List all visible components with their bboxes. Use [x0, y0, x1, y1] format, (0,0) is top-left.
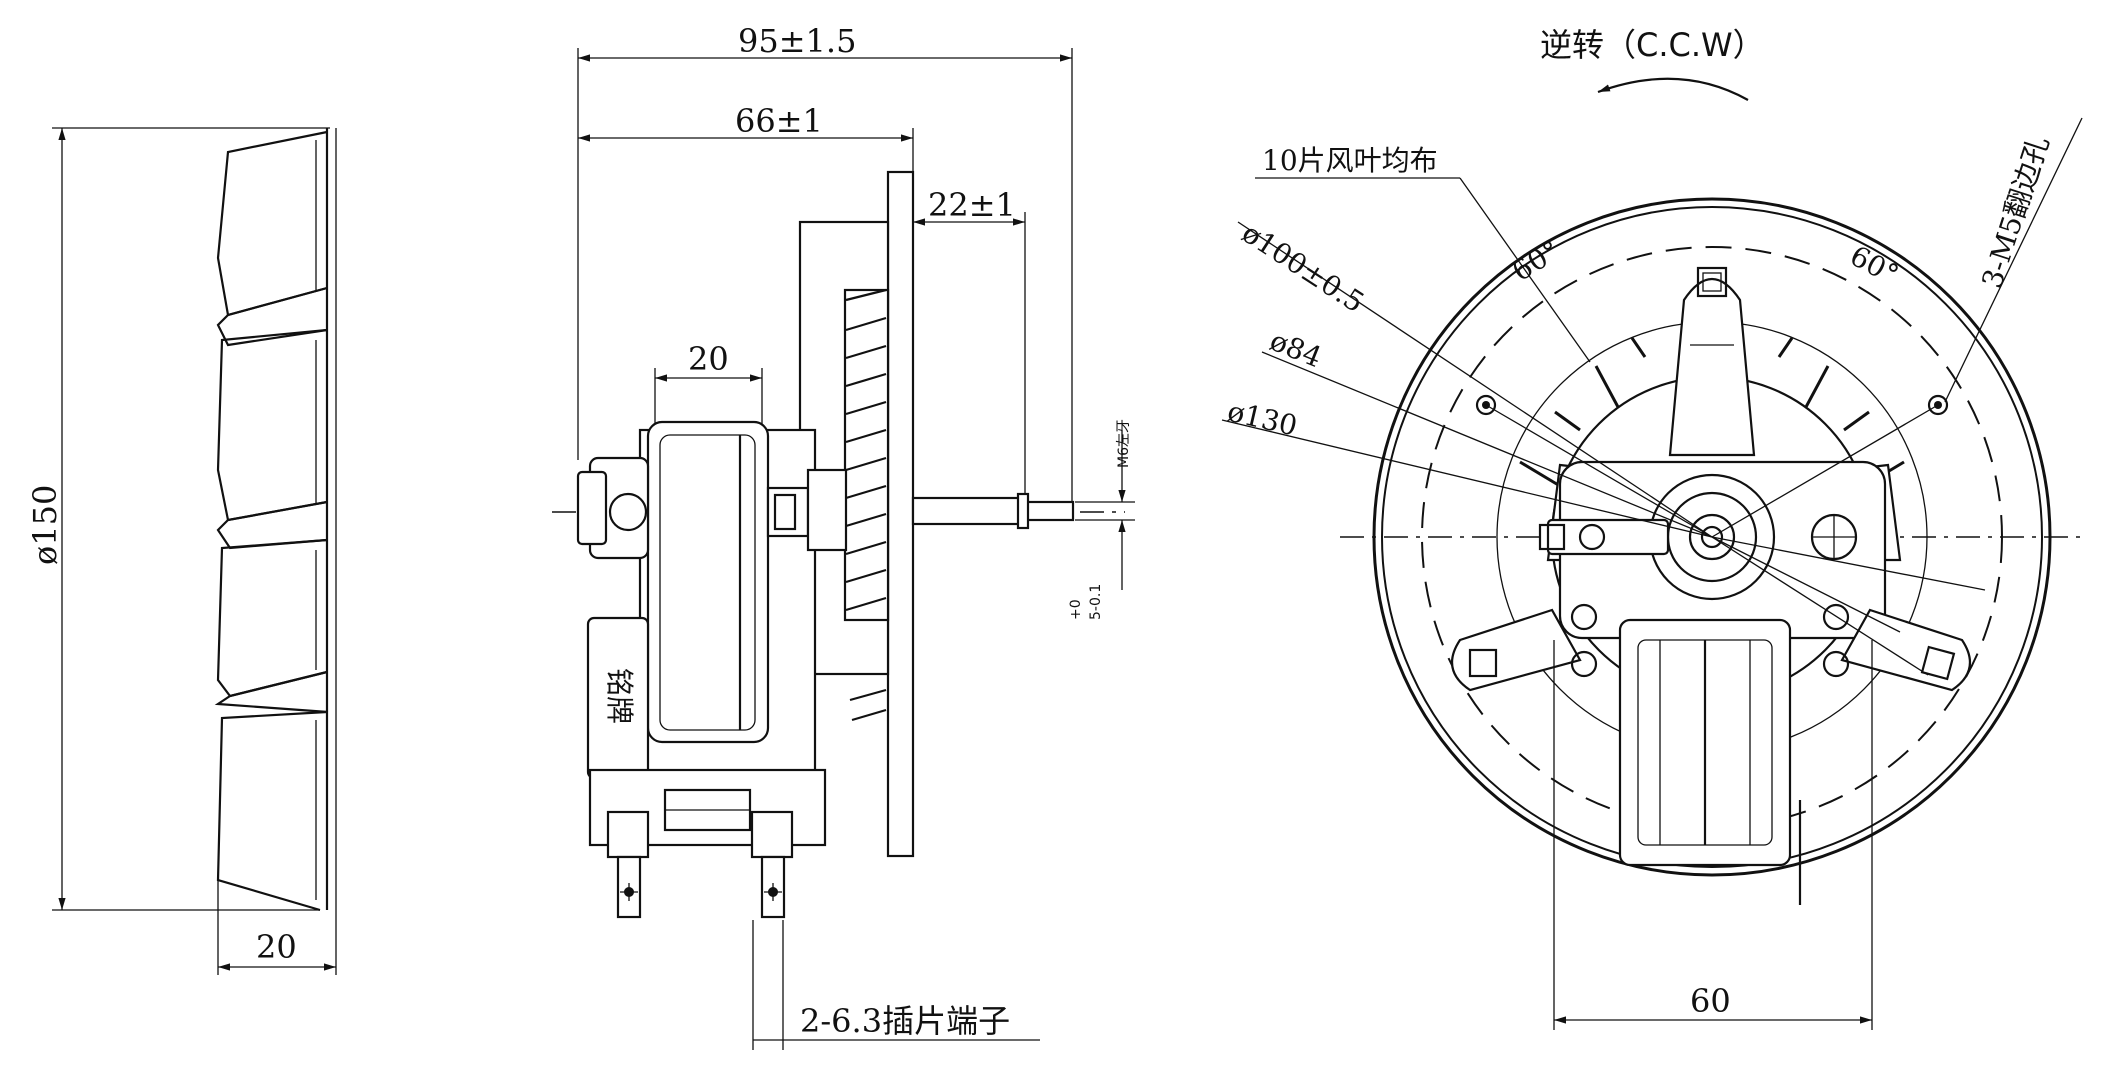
thread-m6-label: M6左牙 [1116, 419, 1132, 468]
rotation-label: 逆转（C.C.W） [1540, 26, 1765, 64]
diameter-100-label: ø100±0.5 [1236, 216, 1370, 319]
width-60-label: 60 [1690, 982, 1731, 1020]
blades-label: 10片风叶均布 [1262, 144, 1438, 177]
motor-side-view: 95±1.5 66±1 22±1 20 [552, 22, 1135, 1050]
fan-front-view: 逆转（C.C.W） [1221, 26, 2085, 1030]
fan-side-view: ø150 20 [26, 127, 337, 975]
diameter-84-label: ø84 [1265, 324, 1326, 374]
core-width-label: 20 [688, 340, 729, 378]
angle-60-left-label: 60° [1506, 234, 1566, 288]
terminal-label: 2-6.3插片端子 [800, 1002, 1010, 1040]
length-22-label: 22±1 [928, 186, 1016, 224]
length-95-label: 95±1.5 [738, 22, 856, 60]
diameter-150-label: ø150 [26, 485, 64, 565]
length-66-label: 66±1 [735, 102, 823, 140]
nameplate-label: 铭牌 [603, 668, 636, 724]
flat-dimension-label: 5-0.1 [1088, 584, 1104, 620]
flat-tolerance-label: +0 [1068, 599, 1084, 620]
terminal-right [750, 810, 794, 919]
angle-60-right-label: 60° [1845, 239, 1904, 291]
holes-label: 3-M5翻边孔 [1975, 132, 2055, 292]
diameter-130-label: ø130 [1224, 395, 1300, 443]
depth-20-label: 20 [256, 928, 297, 966]
terminal-left [606, 810, 650, 919]
